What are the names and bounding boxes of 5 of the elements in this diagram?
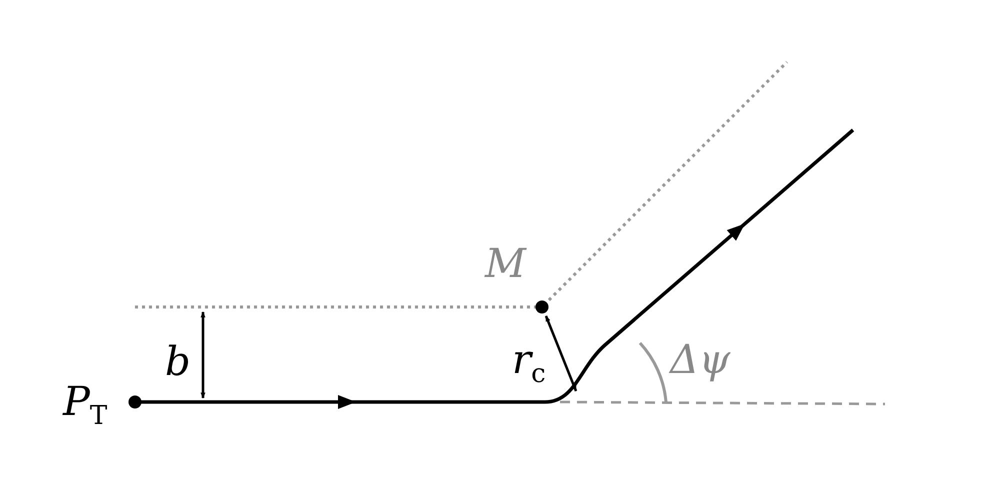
symbol-label: Δψ bbox=[670, 340, 730, 380]
symbol-label: r$_{c}$ bbox=[512, 340, 546, 387]
symbol-label: M bbox=[485, 244, 526, 284]
symbol-label: P$_{T}$ bbox=[63, 382, 108, 429]
symbol-label: b bbox=[165, 342, 191, 382]
